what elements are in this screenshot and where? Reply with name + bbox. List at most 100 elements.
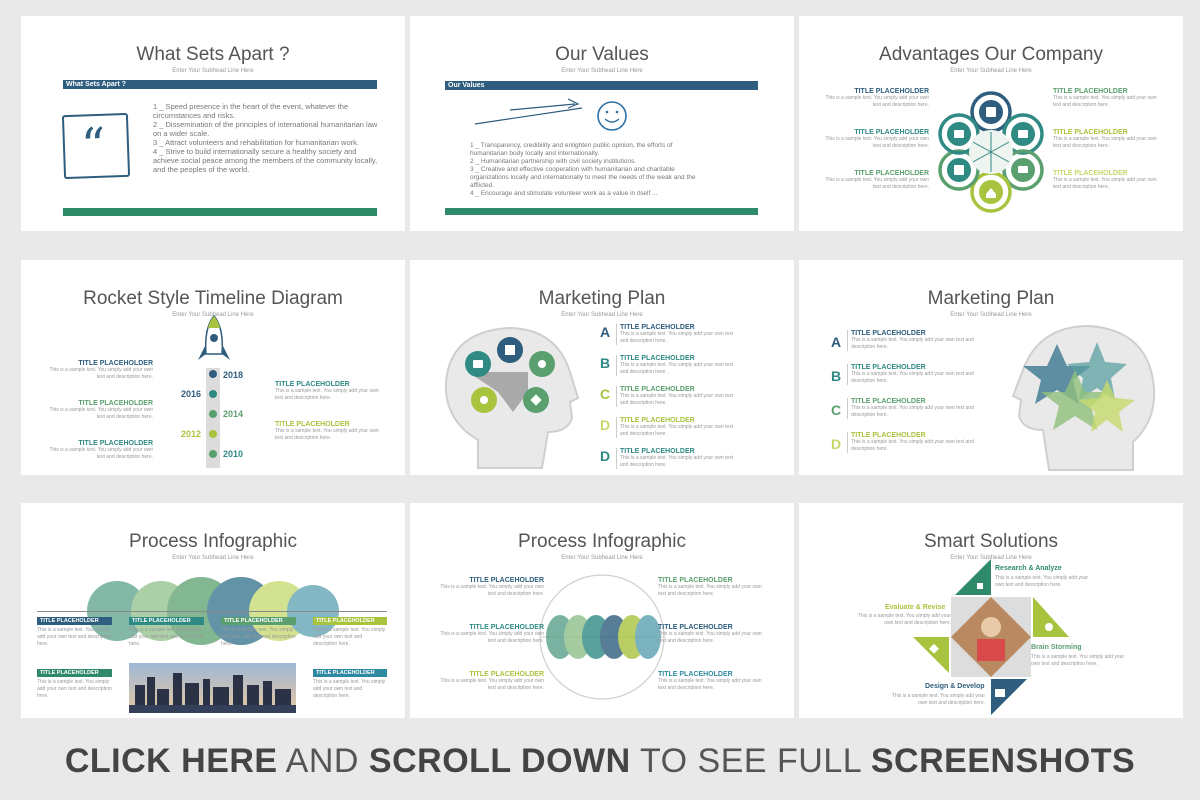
letter-badge: A — [831, 334, 842, 350]
letter-badge: C — [831, 402, 842, 418]
letter-badge: B — [831, 368, 842, 384]
item-title: TITLE PLACEHOLDER — [620, 355, 695, 362]
slide-process-infographic-2[interactable]: Process Infographic Enter Your Subhead L… — [410, 503, 794, 718]
letter-badge: D — [600, 417, 611, 433]
list-item: C TITLE PLACEHOLDER This is a sample tex… — [831, 398, 1001, 432]
left-items: TITLE PLACEHOLDER This is a sample text.… — [440, 577, 544, 692]
card-header: TITLE PLACEHOLDER — [313, 669, 387, 677]
cta-banner[interactable]: CLICK HERE AND SCROLL DOWN TO SEE FULL S… — [0, 742, 1200, 781]
slide-subhead: Enter Your Subhead Line Here — [950, 312, 1032, 318]
slide-title: Process Infographic — [129, 531, 297, 552]
quote-icon: “ — [61, 112, 131, 180]
item-text: This is a sample text. You simply add yo… — [658, 631, 762, 644]
slide-title: What Sets Apart ? — [136, 44, 290, 65]
item-title: TITLE PLACEHOLDER — [851, 364, 926, 371]
info-card: TITLE PLACEHOLDER This is a sample text.… — [129, 617, 204, 648]
item-title: TITLE PLACEHOLDER — [1053, 88, 1128, 95]
list-item: B TITLE PLACEHOLDER This is a sample tex… — [831, 364, 1001, 398]
item-text: This is a sample text. You simply add yo… — [1053, 95, 1157, 108]
head-stars-icon — [1011, 324, 1156, 471]
list-item: A TITLE PLACEHOLDER This is a sample tex… — [600, 324, 770, 355]
info-card: TITLE PLACEHOLDER This is a sample text.… — [313, 669, 387, 700]
list-item: 2 _ Humanitarian partnership with civil … — [470, 158, 637, 165]
item-text: This is a sample text. You simply add yo… — [275, 428, 379, 441]
slide-what-sets-apart[interactable]: What Sets Apart ? Enter Your Subhead Lin… — [21, 16, 405, 231]
letter-list: A TITLE PLACEHOLDER This is a sample tex… — [600, 324, 770, 475]
item-title: TITLE PLACEHOLDER — [854, 88, 929, 95]
slide-our-values[interactable]: Our Values Enter Your Subhead Line Here … — [410, 16, 794, 231]
list-item: D TITLE PLACEHOLDER This is a sample tex… — [600, 417, 770, 448]
step-brainstorm-text: This is a sample text. You simply add yo… — [1031, 654, 1125, 667]
right-column: TITLE PLACEHOLDER This is a sample text.… — [1053, 88, 1159, 191]
slide-marketing-plan-2[interactable]: Marketing Plan Enter Your Subhead Line H… — [799, 260, 1183, 475]
step-research-text: This is a sample text. You simply add yo… — [995, 575, 1089, 588]
cta-text: TO SEE FULL — [630, 742, 871, 780]
year-label: 2018 — [223, 370, 244, 380]
cta-scroll-down: SCROLL DOWN — [368, 742, 631, 780]
info-card: TITLE PLACEHOLDER This is a sample text.… — [37, 669, 112, 700]
item-text: This is a sample text. You simply add yo… — [440, 678, 544, 691]
list-item: C TITLE PLACEHOLDER This is a sample tex… — [600, 386, 770, 417]
year-label: 2016 — [181, 389, 202, 399]
slide-subhead: Enter Your Subhead Line Here — [172, 555, 254, 561]
item-title: TITLE PLACEHOLDER — [620, 417, 695, 424]
item-title: TITLE PLACEHOLDER — [1053, 170, 1128, 177]
section-bar: Our Values — [445, 81, 758, 90]
pinwheel-diagram — [913, 559, 1069, 715]
letter-list: A TITLE PLACEHOLDER This is a sample tex… — [831, 330, 1001, 466]
card-header: TITLE PLACEHOLDER — [221, 617, 296, 625]
item-text: This is a sample text. You simply add yo… — [851, 405, 974, 418]
slide-title: Marketing Plan — [538, 288, 666, 309]
item-text: This is a sample text. You simply add yo… — [440, 584, 544, 597]
section-bar-label: Our Values — [448, 82, 485, 89]
item-text: This is a sample text. You simply add yo… — [620, 455, 734, 468]
item-text: This is a sample text. You simply add yo… — [825, 136, 929, 149]
slide-rocket-timeline[interactable]: Rocket Style Timeline Diagram Enter Your… — [21, 260, 405, 475]
slide-process-infographic-1[interactable]: Process Infographic Enter Your Subhead L… — [21, 503, 405, 718]
item-text: This is a sample text. You simply add yo… — [851, 337, 974, 350]
slide-subhead: Enter Your Subhead Line Here — [950, 555, 1032, 561]
cta-screenshots: SCREENSHOTS — [870, 742, 1136, 780]
card-text: This is a sample text. You simply add yo… — [129, 627, 204, 647]
list-item: 4 _ Strive to build internationally secu… — [153, 147, 378, 174]
step-design-text: This is a sample text. You simply add yo… — [891, 693, 985, 706]
step-design: Design & Develop — [925, 683, 985, 690]
letter-badge: A — [600, 324, 611, 340]
flower-diagram — [938, 91, 1044, 213]
card-text: This is a sample text. You simply add yo… — [313, 679, 386, 699]
slide-marketing-plan-1[interactable]: Marketing Plan Enter Your Subhead Line H… — [410, 260, 794, 475]
list-item: D TITLE PLACEHOLDER This is a sample tex… — [600, 448, 770, 475]
slide-subhead: Enter Your Subhead Line Here — [561, 312, 643, 318]
item-title: TITLE PLACEHOLDER — [469, 671, 544, 678]
item-title: TITLE PLACEHOLDER — [275, 381, 350, 388]
item-title: TITLE PLACEHOLDER — [78, 360, 153, 367]
slide-title: Smart Solutions — [923, 531, 1059, 552]
circle-infographic — [539, 574, 665, 700]
year-label: 2010 — [223, 449, 244, 459]
item-text: This is a sample text. You simply add yo… — [658, 678, 762, 691]
item-title: TITLE PLACEHOLDER — [658, 577, 733, 584]
list-item: 2 _ Dissemination of the principles of i… — [153, 120, 378, 138]
items-list: 1 _ Speed presence in the heart of the e… — [153, 102, 379, 174]
slide-subhead: Enter Your Subhead Line Here — [561, 68, 643, 74]
list-item: 1 _ Speed presence in the heart of the e… — [153, 102, 349, 120]
bottom-bar — [445, 208, 758, 215]
cta-text: AND — [277, 742, 369, 780]
card-header: TITLE PLACEHOLDER — [37, 617, 112, 625]
item-text: This is a sample text. You simply add yo… — [825, 177, 929, 190]
cta-click-here[interactable]: CLICK HERE — [64, 742, 278, 780]
card-text: This is a sample text. You simply add yo… — [37, 679, 112, 699]
card-text: This is a sample text. You simply add yo… — [221, 627, 296, 647]
city-skyline-image — [129, 663, 296, 713]
info-card: TITLE PLACEHOLDER This is a sample text.… — [221, 617, 296, 648]
item-title: TITLE PLACEHOLDER — [1053, 129, 1128, 136]
step-research: Research & Analyze — [995, 565, 1062, 572]
item-title: TITLE PLACEHOLDER — [78, 400, 153, 407]
slide-advantages[interactable]: Advantages Our Company Enter Your Subhea… — [799, 16, 1183, 231]
item-title: TITLE PLACEHOLDER — [658, 671, 733, 678]
item-text: This is a sample text. You simply add yo… — [49, 367, 153, 380]
item-text: This is a sample text. You simply add yo… — [620, 362, 734, 375]
letter-badge: D — [831, 436, 842, 452]
slide-smart-solutions[interactable]: Smart Solutions Enter Your Subhead Line … — [799, 503, 1183, 718]
divider — [37, 611, 387, 612]
